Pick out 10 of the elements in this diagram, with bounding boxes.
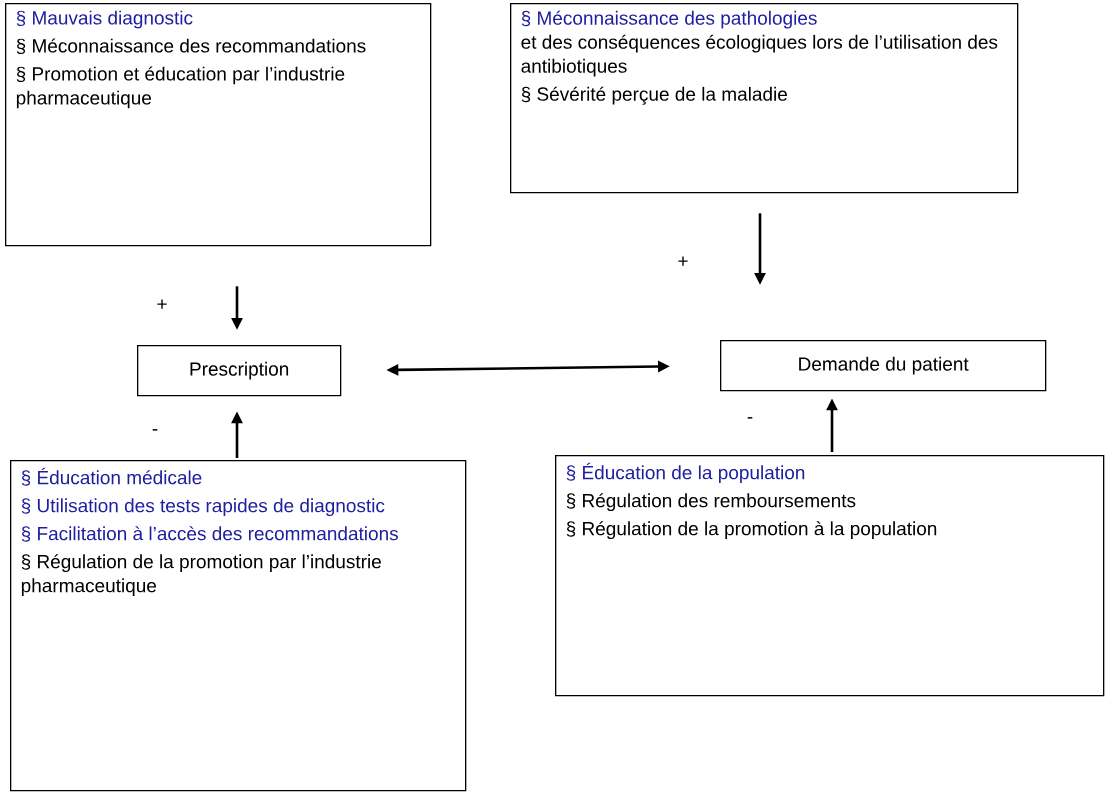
text-box: § Éducation de la population § Régulation des remboursements § Régulation de la promotion à la population (555, 455, 1105, 697)
label-box: Prescription (137, 345, 342, 397)
edge-label: + (678, 256, 688, 266)
text-box: § Mauvais diagnostic § Méconnaissance des recommandations § Promotion et éducation par l’industrie pharmaceutique (5, 3, 432, 247)
text-box: § Éducation médicale § Utilisation des tests rapides de diagnostic § Facilitation à l’accès des recommandations § Régulation de la promotion par l’industrie pharmaceutique (10, 460, 467, 792)
edge-label: - (747, 417, 753, 419)
edge-label: + (157, 299, 167, 309)
label-box: Demande du patient (720, 340, 1047, 392)
text-box: § Méconnaissance des pathologies et des conséquences écologiques lors de l’utilisation des antibiotiques § Sévérité perçue de la maladie (510, 3, 1019, 194)
edge-label: - (152, 429, 158, 431)
